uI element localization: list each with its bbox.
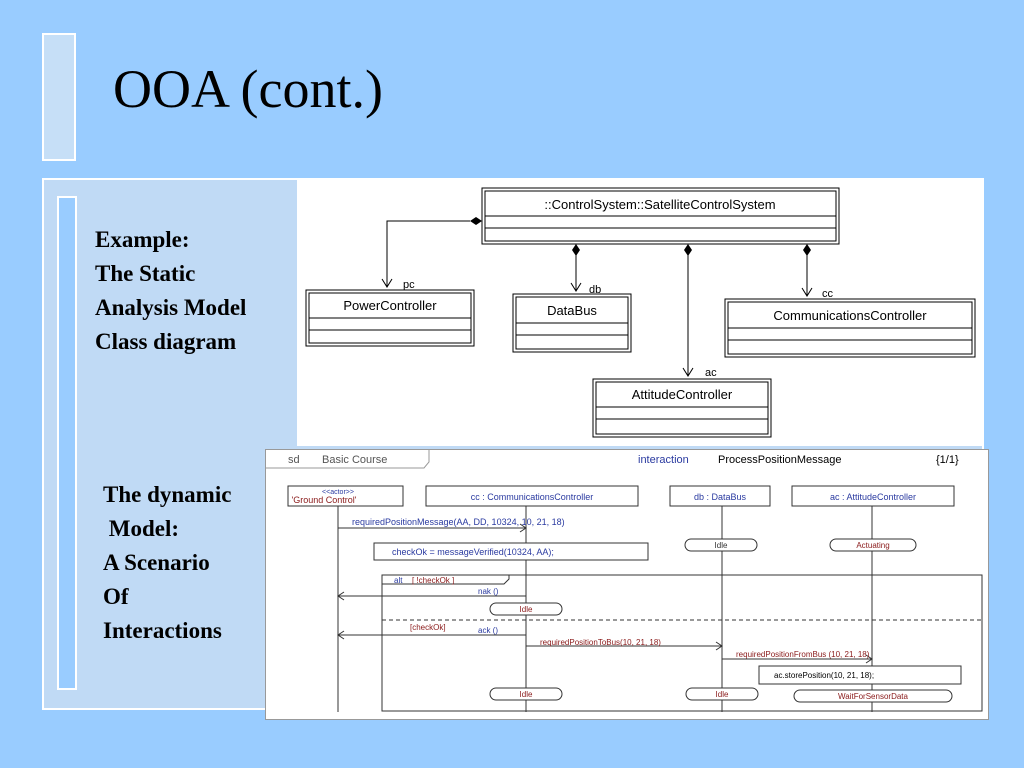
interaction-name: ProcessPositionMessage — [718, 454, 842, 466]
lifeline-head-cc — [425, 485, 639, 507]
alt-guard-2: [checkOk] — [410, 623, 446, 632]
state-cc-idle-2-label: Idle — [520, 690, 533, 699]
state-cc-idle-2 — [489, 687, 563, 701]
class-satellite-control-system — [481, 187, 840, 245]
class-name-root: ::ControlSystem::SatelliteControlSystem — [544, 197, 775, 212]
message-ack: ack () — [478, 626, 498, 635]
interaction-keyword: interaction — [638, 454, 689, 466]
state-db-idle-1-label: Idle — [715, 541, 728, 550]
class-communications-controller — [724, 298, 976, 358]
alt-guard-1: [ !checkOk ] — [412, 576, 454, 585]
decorative-bar-inner — [57, 196, 77, 690]
composition-diamond-db — [572, 244, 580, 256]
store-position: ac.storePosition(10, 21, 18); — [774, 671, 874, 680]
message-from-bus: requiredPositionFromBus (10, 21, 18) — [736, 650, 870, 659]
role-db: db — [589, 284, 601, 296]
composition-diamond-pc — [470, 217, 482, 225]
lifeline-head-db — [669, 485, 771, 507]
decorative-bar-top — [42, 33, 76, 161]
state-cc-idle-1 — [489, 602, 563, 616]
state-db-idle-2-label: Idle — [716, 690, 729, 699]
lifeline-head-ground — [287, 485, 404, 507]
lifeline-label-db: db : DataBus — [694, 492, 747, 502]
state-ac-wait-label: WaitForSensorData — [838, 692, 909, 701]
ground-stereotype: <<actor>> — [322, 489, 354, 496]
class-diagram-svg: ::ControlSystem::SatelliteControlSystem … — [305, 187, 976, 438]
role-pc: pc — [403, 279, 415, 291]
lifeline-label-cc: cc : CommunicationsController — [471, 492, 594, 502]
role-cc: cc — [822, 288, 834, 300]
class-diagram: ::ControlSystem::SatelliteControlSystem … — [297, 178, 984, 446]
alt-fragment — [381, 574, 983, 712]
caption-dynamic-model: The dynamic Model: A Scenario Of Interac… — [103, 482, 232, 643]
class-attitude-controller — [592, 378, 772, 438]
class-name-power: PowerController — [343, 298, 437, 313]
page-indicator: {1/1} — [936, 454, 959, 466]
lifeline-head-ac — [791, 485, 955, 507]
lifeline-label-ground: 'Ground Control' — [292, 495, 357, 505]
alt-keyword: alt — [394, 576, 403, 585]
composition-diamond-cc — [803, 244, 811, 256]
state-db-idle-2 — [685, 687, 759, 701]
check-action-box — [373, 542, 649, 561]
role-ac: ac — [705, 367, 717, 379]
class-power-controller — [305, 289, 475, 347]
frame-kind: sd — [288, 454, 300, 466]
lifeline-label-ac: ac : AttitudeController — [830, 492, 916, 502]
frame-tab — [266, 450, 430, 469]
frame-name: Basic Course — [322, 454, 387, 466]
message-to-bus: requiredPositionToBus(10, 21, 18) — [540, 638, 661, 647]
sequence-diagram: sd Basic Course interaction ProcessPosit… — [265, 449, 989, 720]
class-name-attitude: AttitudeController — [632, 387, 733, 402]
caption-static-model: Example: The Static Analysis Model Class… — [95, 227, 247, 354]
slide-title: OOA (cont.) — [113, 59, 383, 119]
sequence-diagram-svg: sd Basic Course interaction ProcessPosit… — [266, 450, 983, 712]
composition-diamond-ac — [684, 244, 692, 256]
state-ac-wait — [793, 689, 953, 703]
state-db-idle-1 — [684, 538, 758, 552]
class-databus — [512, 293, 632, 353]
state-ac-actuating — [829, 538, 917, 552]
check-action: checkOk = messageVerified(10324, AA); — [392, 547, 554, 557]
assoc-pc — [386, 220, 470, 287]
store-position-box — [758, 665, 962, 685]
state-ac-actuating-label: Actuating — [856, 541, 889, 550]
message-nak: nak () — [478, 587, 499, 596]
class-name-databus: DataBus — [547, 303, 597, 318]
class-name-comms: CommunicationsController — [773, 308, 927, 323]
state-cc-idle-1-label: Idle — [520, 605, 533, 614]
message-1: requiredPositionMessage(AA, DD, 10324, 1… — [352, 517, 565, 527]
